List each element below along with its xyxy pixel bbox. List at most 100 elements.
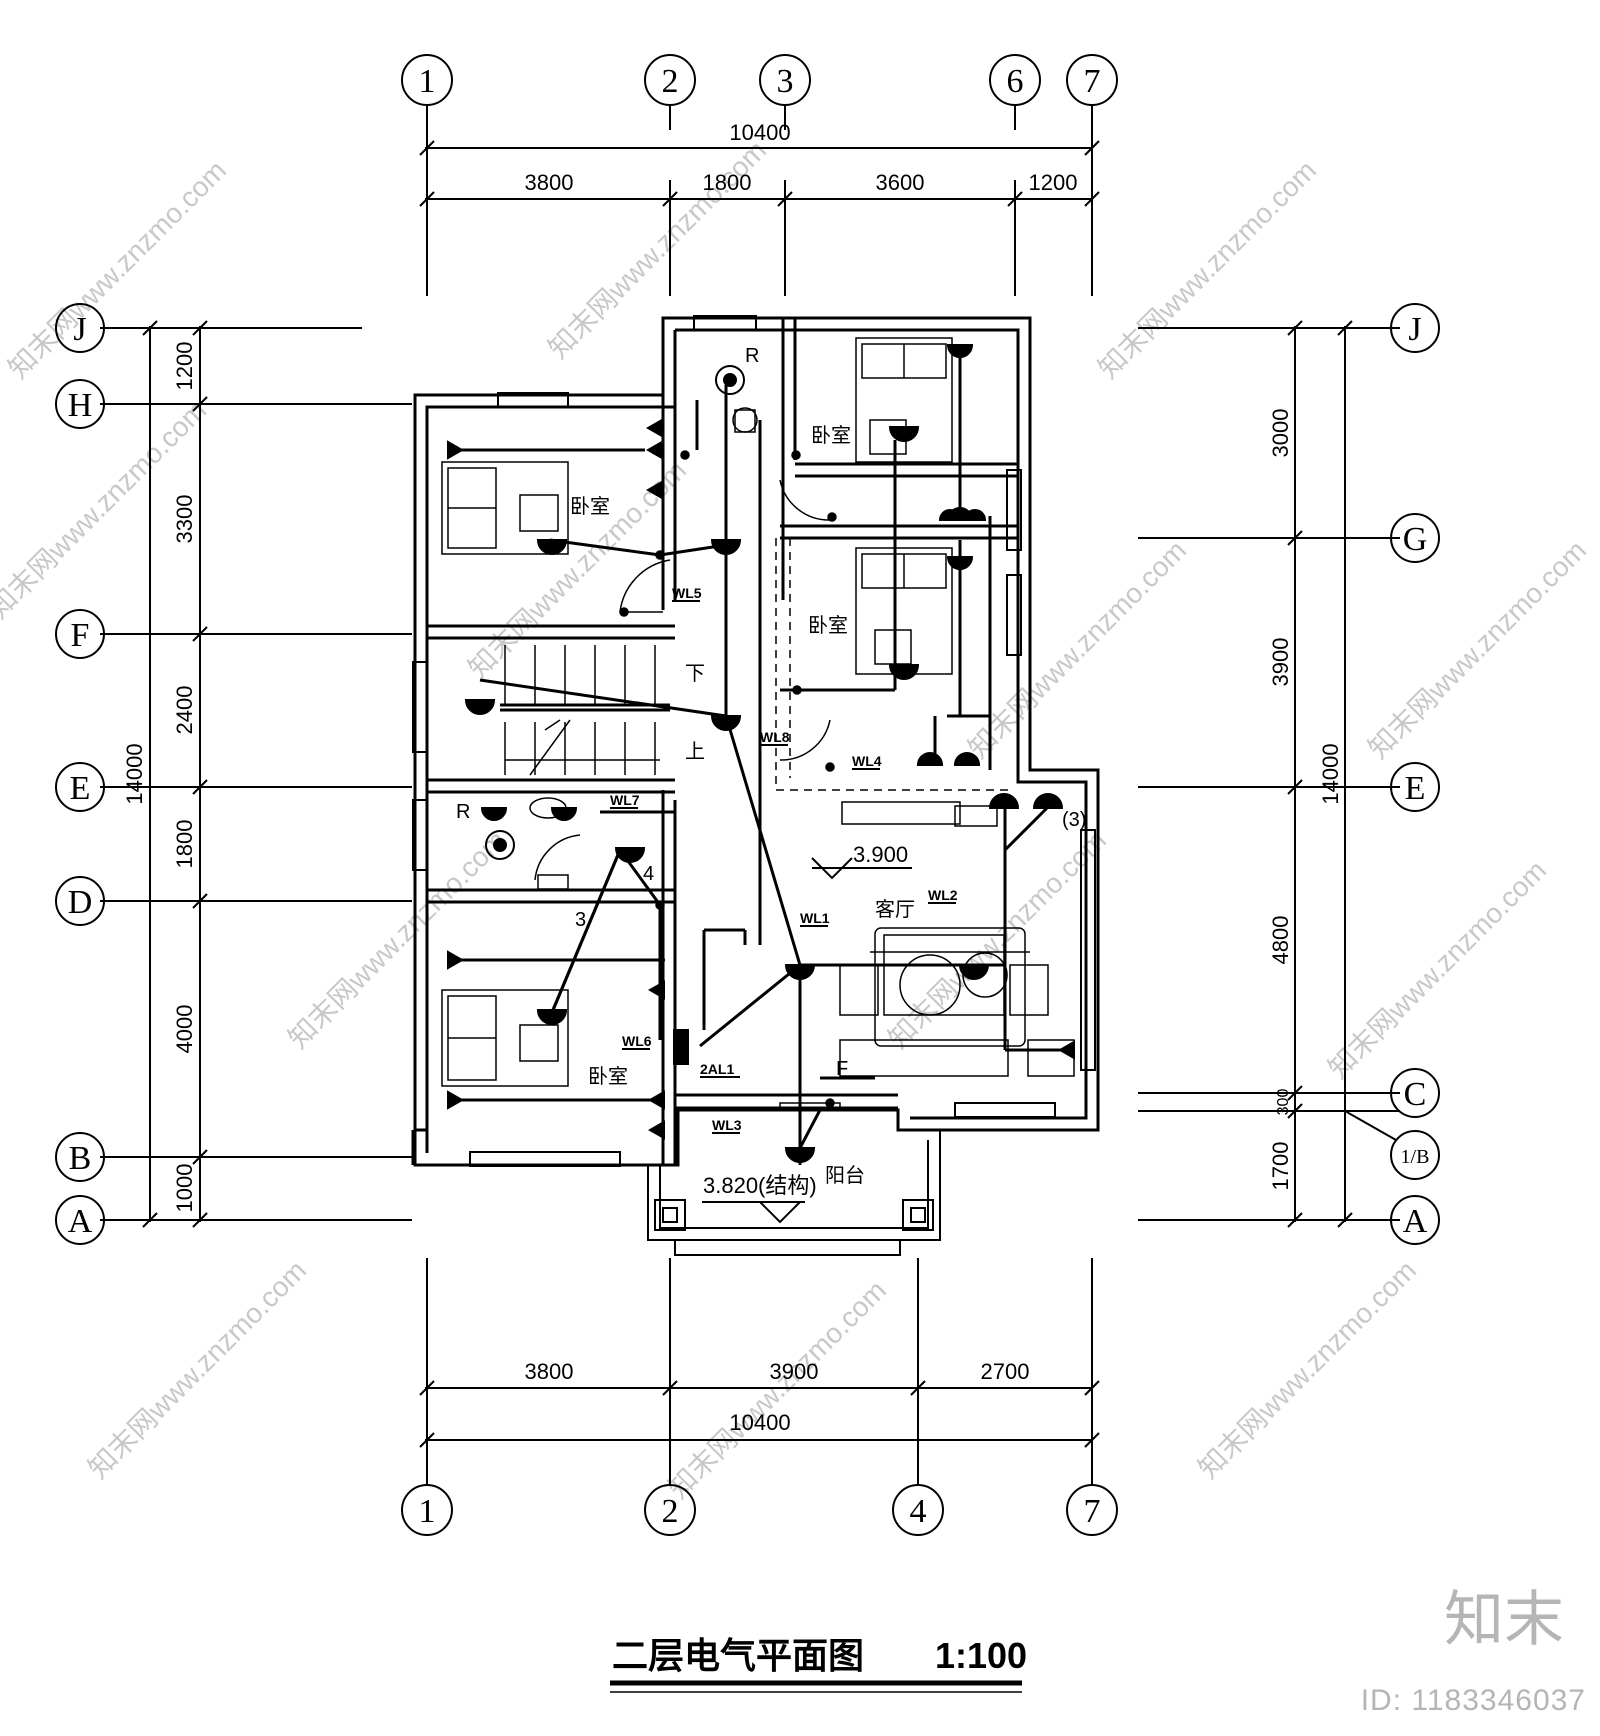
mark-3: 3 bbox=[575, 909, 586, 931]
top-dimension-chain bbox=[419, 130, 1100, 296]
bottom-dimension-chain bbox=[419, 1258, 1100, 1480]
axis-right-G: G bbox=[1403, 521, 1428, 558]
dashed-lines bbox=[775, 538, 1010, 791]
exhaust-fans bbox=[485, 365, 745, 860]
dim-right-5: 1700 bbox=[1268, 1142, 1293, 1191]
axis-left-A: A bbox=[68, 1203, 93, 1240]
drawing-title: 二层电气平面图 bbox=[612, 1635, 864, 1676]
dim-left-2: 3300 bbox=[172, 495, 197, 544]
mark-3-paren: (3) bbox=[1062, 809, 1086, 831]
room-label-living-room: 客厅 bbox=[875, 898, 915, 921]
right-dimension-chain bbox=[1138, 320, 1400, 1228]
level-marker bbox=[811, 857, 853, 880]
left-axis-bubbles bbox=[55, 303, 105, 1245]
dim-top-4: 1200 bbox=[1029, 170, 1078, 195]
watermark: 知末网www.znzmo.com bbox=[82, 1254, 312, 1484]
bed bbox=[855, 547, 953, 675]
circuit-label-wl2: WL2 bbox=[928, 887, 958, 903]
watermark: 知末网www.znzmo.com bbox=[962, 534, 1192, 764]
dim-bottom-1: 3800 bbox=[525, 1359, 574, 1384]
left-dimension-chain bbox=[100, 320, 412, 1228]
watermark: 知末网www.znzmo.com bbox=[2, 154, 232, 384]
axis-left-H: H bbox=[68, 387, 93, 424]
circuit-label-wl7: WL7 bbox=[610, 792, 640, 808]
ceiling-lights bbox=[447, 344, 1075, 1163]
watermark: 知末网www.znzmo.com bbox=[282, 824, 512, 1054]
axis-top-1: 1 bbox=[419, 63, 436, 100]
axis-bottom-7: 7 bbox=[1084, 1493, 1101, 1530]
walls bbox=[411, 315, 1100, 1167]
dim-top-3: 3600 bbox=[876, 170, 925, 195]
watermark: 知末网www.znzmo.com bbox=[1322, 854, 1552, 1084]
axis-top-3: 3 bbox=[777, 63, 794, 100]
dim-bottom-3: 2700 bbox=[981, 1359, 1030, 1384]
room-label-bedroom: 卧室 bbox=[808, 614, 848, 637]
dim-bottom-2: 3900 bbox=[770, 1359, 819, 1384]
circuit-label-wl1: WL1 bbox=[800, 910, 830, 926]
axis-right-1B: 1/B bbox=[1401, 1146, 1430, 1168]
bottom-axis-bubbles bbox=[401, 1480, 1118, 1536]
axis-right-J: J bbox=[1408, 311, 1421, 348]
circuit-label-wl4: WL4 bbox=[852, 753, 882, 769]
axis-top-2: 2 bbox=[662, 63, 679, 100]
dim-left-6: 1000 bbox=[172, 1164, 197, 1213]
axis-right-A: A bbox=[1403, 1203, 1428, 1240]
brand-logo: 知末 bbox=[1444, 1585, 1564, 1655]
level-marker bbox=[757, 1201, 803, 1224]
circuit-label-wl3: WL3 bbox=[712, 1117, 742, 1133]
dim-left-5: 4000 bbox=[172, 1005, 197, 1054]
dim-left-total: 14000 bbox=[122, 743, 147, 804]
distribution-panel bbox=[673, 1029, 689, 1065]
top-axis-bubbles bbox=[401, 54, 1118, 130]
mark-r: R bbox=[456, 801, 470, 823]
circuit-label-wl8: WL8 bbox=[760, 729, 790, 745]
watermark: 知末网www.znzmo.com bbox=[662, 1274, 892, 1504]
room-label-balcony: 阳台 bbox=[825, 1164, 865, 1187]
mark-f: F bbox=[836, 1058, 848, 1080]
level-balcony: 3.820(结构) bbox=[703, 1173, 817, 1198]
axis-bottom-4: 4 bbox=[910, 1493, 927, 1530]
circuit-label-wl5: WL5 bbox=[672, 585, 702, 601]
dim-top-total: 10400 bbox=[729, 120, 790, 145]
axis-right-E: E bbox=[1405, 770, 1426, 807]
stair-down-label: 下 bbox=[685, 663, 705, 685]
bed bbox=[855, 337, 953, 463]
axis-left-B: B bbox=[69, 1140, 92, 1177]
axis-left-F: F bbox=[71, 617, 90, 654]
watermark: 知末网www.znzmo.com bbox=[882, 824, 1112, 1054]
dim-right-3: 4800 bbox=[1268, 916, 1293, 965]
axis-right-C: C bbox=[1404, 1076, 1427, 1113]
watermark: 知末网www.znzmo.com bbox=[1362, 534, 1592, 764]
switches bbox=[619, 450, 837, 1108]
dim-bottom-total: 10400 bbox=[729, 1410, 790, 1435]
wiring bbox=[450, 345, 1072, 1165]
brand-id: ID: 1183346037 bbox=[1360, 1684, 1586, 1717]
watermark: 知末网www.znzmo.com bbox=[1192, 1254, 1422, 1484]
room-label-bedroom: 卧室 bbox=[811, 424, 851, 447]
circuit-label-wl6: WL6 bbox=[622, 1033, 652, 1049]
drawing-scale: 1:100 bbox=[935, 1635, 1027, 1676]
dim-top-2: 1800 bbox=[703, 170, 752, 195]
room-label-bedroom: 卧室 bbox=[570, 495, 610, 518]
axis-left-J: J bbox=[73, 311, 86, 348]
dim-right-2: 3900 bbox=[1268, 638, 1293, 687]
watermark: 知末网www.znzmo.com bbox=[1092, 154, 1322, 384]
dim-right-total: 14000 bbox=[1318, 743, 1343, 804]
panel-label-2al1: 2AL1 bbox=[700, 1061, 734, 1077]
dim-right-1: 3000 bbox=[1268, 409, 1293, 458]
right-axis-bubbles bbox=[1344, 303, 1440, 1245]
dim-right-4: 300 bbox=[1275, 1089, 1292, 1116]
stair bbox=[500, 645, 670, 776]
axis-left-D: D bbox=[68, 884, 93, 921]
bed bbox=[441, 461, 569, 555]
axis-top-7: 7 bbox=[1084, 63, 1101, 100]
balcony-structure bbox=[647, 1130, 941, 1256]
dim-top-1: 3800 bbox=[525, 170, 574, 195]
dim-left-4: 1800 bbox=[172, 820, 197, 869]
dim-left-1: 1200 bbox=[172, 342, 197, 391]
axis-bottom-1: 1 bbox=[419, 1493, 436, 1530]
stair-up-label: 上 bbox=[685, 740, 705, 763]
bed bbox=[441, 989, 569, 1087]
room-label-bedroom: 卧室 bbox=[588, 1065, 628, 1088]
